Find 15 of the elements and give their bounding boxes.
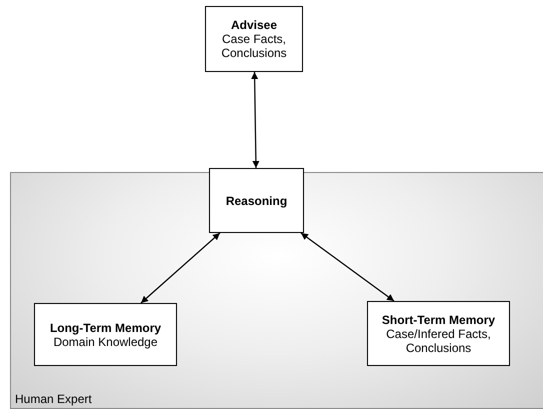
arrow [251, 72, 260, 168]
arrow [300, 232, 394, 302]
memory-box [367, 301, 510, 366]
box-text: Domain Knowledge [53, 334, 158, 348]
process-box [209, 168, 304, 233]
arrow [140, 232, 220, 304]
advisee-box [205, 6, 303, 72]
memory-box [34, 303, 177, 366]
box-text: Case Facts, Conclusions [220, 32, 288, 60]
region-label: Human Expert [15, 392, 92, 406]
box-title: Long-Term Memory [50, 320, 162, 334]
box-title: Reasoning [226, 194, 288, 208]
box-title: Short-Term Memory [382, 312, 496, 326]
box-title: Advisee [230, 18, 278, 32]
box-text: Case/Infered Facts, Conclusions [385, 326, 492, 354]
